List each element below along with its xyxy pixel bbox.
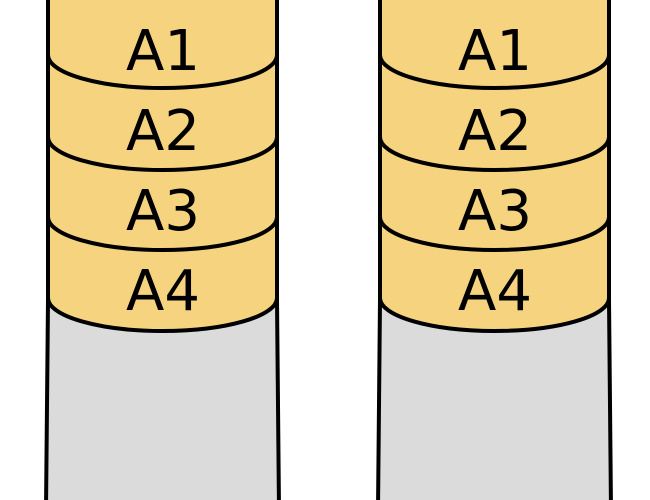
disk-1-separator-3 <box>46 216 279 252</box>
disk-2-block-a4: A4 <box>458 259 532 324</box>
disk-1-block-a3: A3 <box>126 179 200 244</box>
disk-1-separator-2 <box>46 136 279 172</box>
disk-1-block-a4: A4 <box>126 259 200 324</box>
disk-2-block-a1: A1 <box>458 19 532 84</box>
disk-1-block-a1: A1 <box>126 19 200 84</box>
disk-2: A1 A2 A3 A4 <box>376 0 613 500</box>
disk-2-block-a2: A2 <box>458 99 532 164</box>
disk-2-separator-1 <box>378 54 611 90</box>
disk-2-separator-3 <box>378 216 611 252</box>
disk-2-separator-2 <box>378 136 611 172</box>
disk-1-block-a2: A2 <box>126 99 200 164</box>
disk-1: A1 A2 A3 A4 <box>44 0 281 500</box>
disk-2-block-a3: A3 <box>458 179 532 244</box>
disk-1-separator-1 <box>46 54 279 90</box>
